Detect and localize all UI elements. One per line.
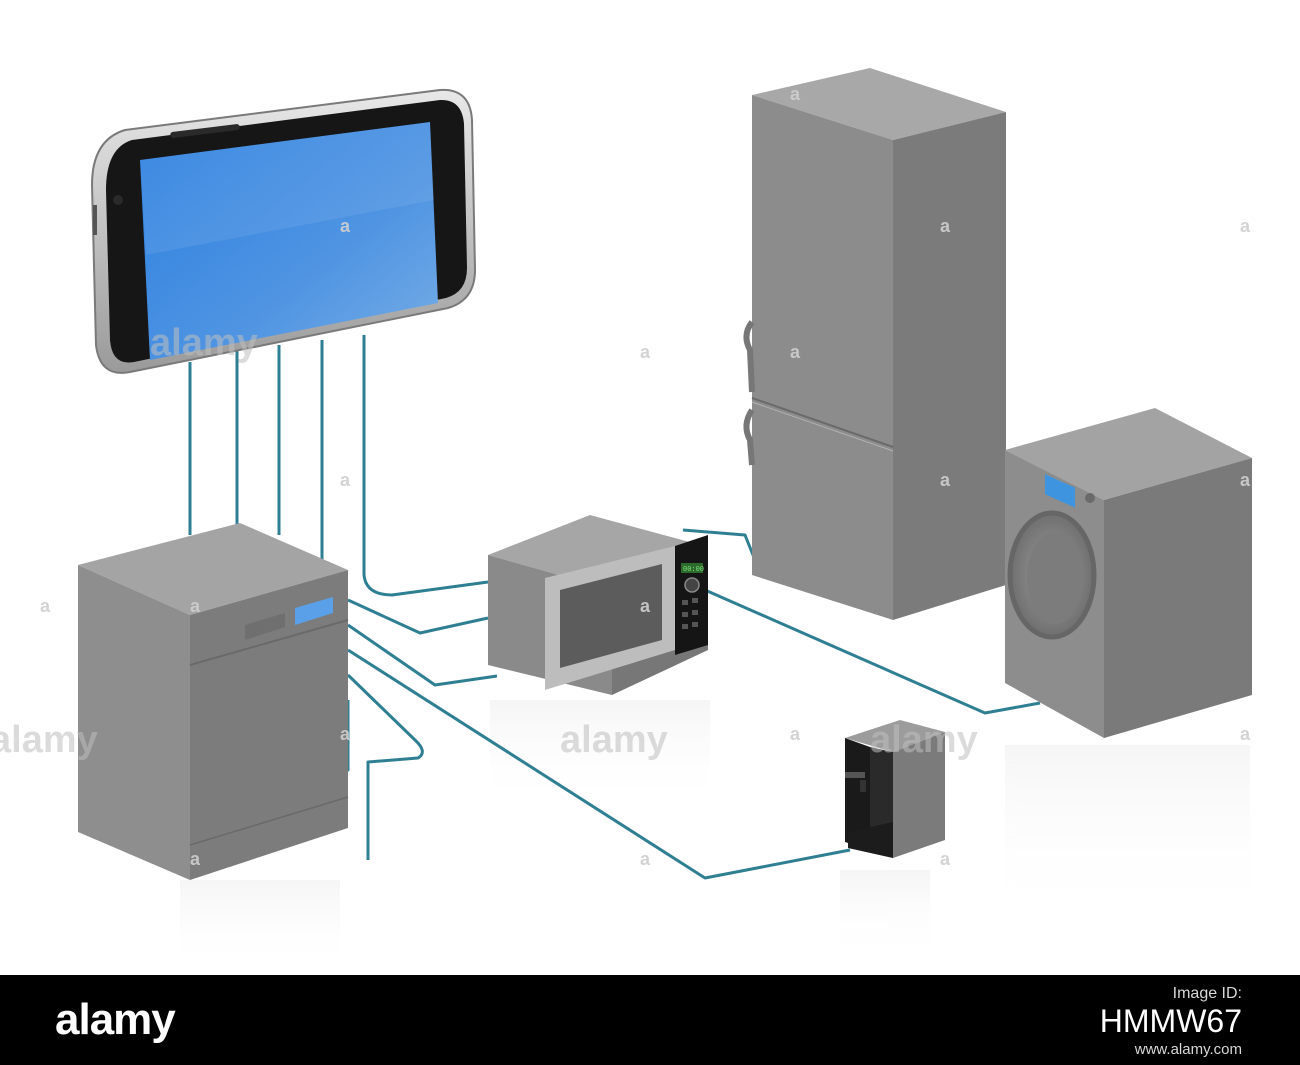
svg-text:a: a bbox=[640, 596, 651, 616]
svg-text:a: a bbox=[340, 470, 351, 490]
alamy-url: www.alamy.com bbox=[1134, 1041, 1242, 1058]
cable-dishwasher-microwave-2 bbox=[347, 623, 498, 687]
svg-text:a: a bbox=[940, 216, 951, 236]
alamy-a-mark-icons: a a a a a a a a a a a a a a a a a a bbox=[40, 84, 1251, 869]
svg-text:a: a bbox=[190, 849, 201, 869]
microwave-buttons bbox=[682, 598, 698, 629]
watermark: alamy alamy alamy alamy bbox=[0, 322, 978, 761]
image-id-label: Image ID: bbox=[1172, 985, 1242, 1002]
coffee-spout bbox=[845, 772, 865, 778]
svg-text:a: a bbox=[40, 596, 51, 616]
cable-microwave-washer bbox=[704, 588, 1041, 715]
refrigerator bbox=[743, 68, 1006, 620]
microwave-display-text: 00:00 bbox=[683, 566, 704, 574]
svg-text:a: a bbox=[790, 84, 801, 104]
svg-text:a: a bbox=[940, 470, 951, 490]
svg-text:a: a bbox=[640, 342, 651, 362]
smartphone bbox=[90, 88, 477, 374]
cable-dishwasher-loop bbox=[346, 673, 424, 860]
cable-dishwasher-coffee bbox=[347, 648, 851, 880]
svg-text:a: a bbox=[640, 849, 651, 869]
alamy-logo: alamy bbox=[55, 995, 176, 1044]
microwave-display bbox=[681, 563, 703, 573]
watermark-text: alamy bbox=[0, 719, 98, 761]
dishwasher-display bbox=[295, 597, 333, 625]
network-cables bbox=[188, 335, 1041, 880]
washer-display bbox=[1045, 474, 1075, 508]
image-id: HMMW67 bbox=[1099, 1003, 1242, 1039]
cable-microwave-fridge bbox=[682, 528, 757, 561]
dishwasher bbox=[78, 523, 349, 880]
washing-machine bbox=[1005, 408, 1252, 738]
svg-text:a: a bbox=[1240, 724, 1251, 744]
watermark-text: alamy bbox=[870, 719, 978, 761]
smart-home-scene: 00:00 alamy alamy alamy alamy a a a bbox=[0, 68, 1252, 970]
alamy-banner: alamy Image ID: HMMW67 www.alamy.com bbox=[0, 975, 1300, 1065]
cable-phone-microwave bbox=[362, 335, 489, 597]
svg-text:a: a bbox=[340, 216, 351, 236]
coffee-machine bbox=[845, 720, 945, 858]
svg-text:a: a bbox=[790, 724, 801, 744]
cable-dishwasher-microwave bbox=[347, 598, 489, 635]
svg-text:a: a bbox=[790, 342, 801, 362]
microwave-oven: 00:00 bbox=[488, 515, 708, 695]
watermark-text: alamy bbox=[150, 322, 258, 364]
svg-text:a: a bbox=[340, 724, 351, 744]
watermark-text: alamy bbox=[560, 719, 668, 761]
dishwasher-handle bbox=[245, 613, 285, 640]
image-id-block: Image ID: HMMW67 bbox=[1100, 985, 1242, 1039]
fridge-handle-upper bbox=[743, 320, 755, 393]
svg-text:a: a bbox=[190, 596, 201, 616]
microwave-dial bbox=[684, 577, 700, 593]
fridge-handle-lower bbox=[743, 408, 755, 466]
smartphone-screen bbox=[140, 122, 438, 360]
svg-text:a: a bbox=[1240, 470, 1251, 490]
svg-text:a: a bbox=[940, 849, 951, 869]
svg-text:a: a bbox=[1240, 216, 1251, 236]
floor-reflections bbox=[180, 700, 1250, 970]
microwave-window bbox=[560, 564, 662, 668]
